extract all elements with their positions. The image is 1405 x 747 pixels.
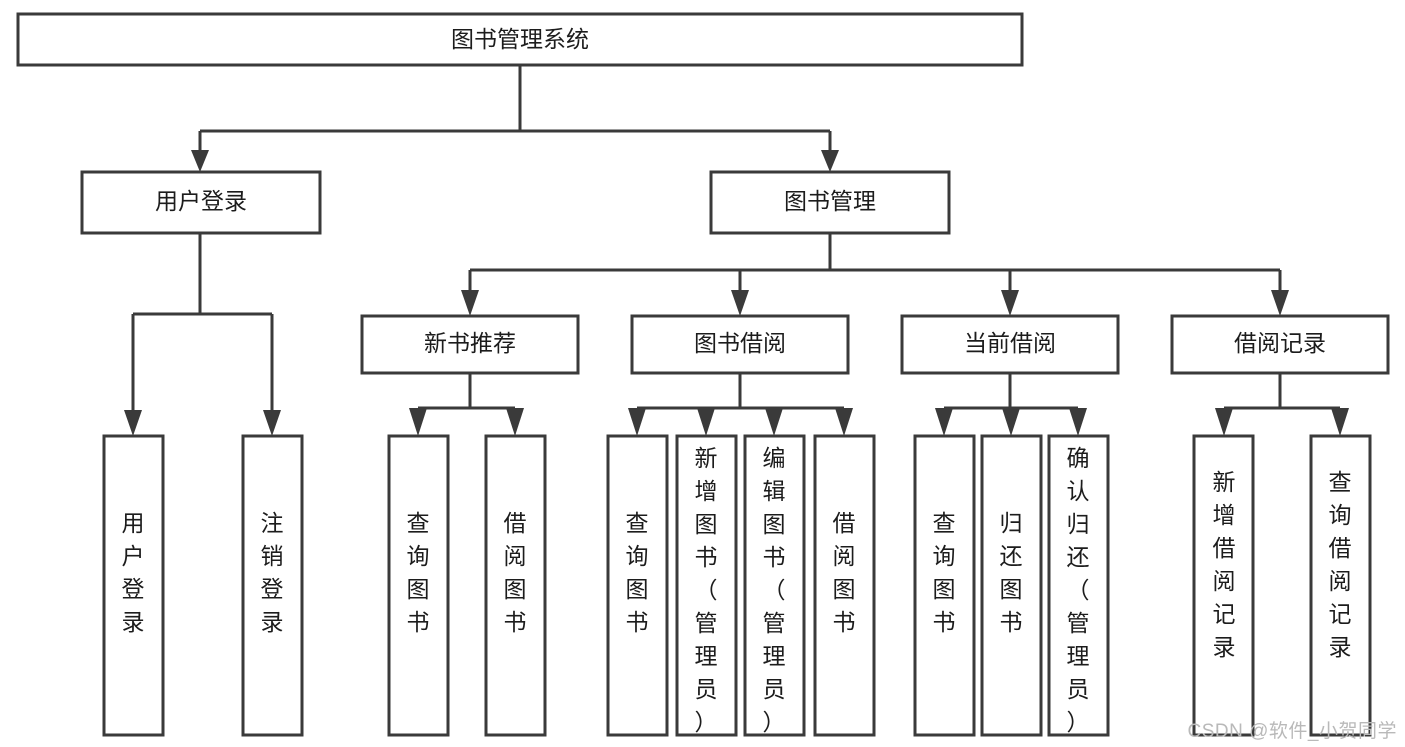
leaf-book-borrow-1-label: 查询图书 bbox=[626, 510, 649, 635]
leaf-current-borrow-3-box[interactable] bbox=[1047, 434, 1110, 737]
arrowhead-book-borrow-leaf4 bbox=[835, 408, 853, 436]
arrowhead-borrow-record bbox=[1271, 290, 1289, 316]
node-root-box[interactable] bbox=[16, 12, 1024, 67]
leaf-book-borrow-1[interactable]: 查询图书 bbox=[606, 434, 669, 737]
node-root-label: 图书管理系统 bbox=[451, 26, 589, 52]
node-current-borrow-label: 当前借阅 bbox=[964, 330, 1056, 356]
leaf-new-book-1[interactable]: 查询图书 bbox=[387, 434, 450, 737]
leaf-user-login-2-label: 注销登录 bbox=[261, 510, 284, 635]
leaf-borrow-record-1-label: 新增借阅记录 bbox=[1213, 469, 1236, 660]
leaf-user-login-1-box[interactable] bbox=[102, 434, 165, 737]
arrowhead-user-login bbox=[191, 150, 209, 172]
node-current-borrow-box[interactable] bbox=[900, 314, 1120, 375]
leaf-current-borrow-2-label: 归还图书 bbox=[1000, 510, 1023, 635]
leaf-user-login-1[interactable]: 用户登录 bbox=[102, 434, 165, 737]
leaf-book-borrow-4-box[interactable] bbox=[813, 434, 876, 737]
leaf-book-borrow-2[interactable]: 新增图书（管理员） bbox=[675, 434, 738, 737]
arrowhead-current-borrow-leaf3 bbox=[1069, 408, 1087, 436]
arrowhead-new-book-leaf2 bbox=[506, 408, 524, 436]
arrowhead-book-borrow-leaf1 bbox=[628, 408, 646, 436]
leaf-book-borrow-3-box[interactable] bbox=[743, 434, 806, 737]
arrowhead-book-borrow-leaf2 bbox=[697, 408, 715, 436]
leaf-book-borrow-4-label: 借阅图书 bbox=[833, 510, 856, 635]
leaf-borrow-record-1-box[interactable] bbox=[1192, 434, 1255, 737]
node-new-book-recommend[interactable]: 新书推荐 bbox=[360, 314, 580, 375]
leaf-borrow-record-1[interactable]: 新增借阅记录 bbox=[1192, 434, 1255, 737]
leaf-book-borrow-1-box[interactable] bbox=[606, 434, 669, 737]
node-current-borrow[interactable]: 当前借阅 bbox=[900, 314, 1120, 375]
node-book-borrow[interactable]: 图书借阅 bbox=[630, 314, 850, 375]
leaf-new-book-2-box[interactable] bbox=[484, 434, 547, 737]
connector-group bbox=[124, 65, 1349, 436]
arrowhead-book-borrow bbox=[731, 290, 749, 316]
leaf-user-login-1-label: 用户登录 bbox=[122, 510, 145, 635]
node-borrow-record-box[interactable] bbox=[1170, 314, 1390, 375]
leaf-new-book-1-label: 查询图书 bbox=[407, 510, 430, 635]
node-book-manage-label: 图书管理 bbox=[784, 188, 876, 214]
arrowhead-user-login-leaf2 bbox=[263, 410, 281, 436]
leaf-current-borrow-1-box[interactable] bbox=[913, 434, 976, 737]
node-borrow-record[interactable]: 借阅记录 bbox=[1170, 314, 1390, 375]
node-book-borrow-label: 图书借阅 bbox=[694, 330, 786, 356]
leaf-book-borrow-2-box[interactable] bbox=[675, 434, 738, 737]
arrowhead-borrow-record-leaf2 bbox=[1331, 408, 1349, 436]
node-new-book-recommend-box[interactable] bbox=[360, 314, 580, 375]
node-root[interactable]: 图书管理系统 bbox=[16, 12, 1024, 67]
node-book-manage-box[interactable] bbox=[709, 170, 951, 235]
leaf-current-borrow-1-label: 查询图书 bbox=[933, 510, 956, 635]
arrowhead-new-book bbox=[461, 290, 479, 316]
leaf-book-borrow-3[interactable]: 编辑图书（管理员） bbox=[743, 434, 806, 737]
leaf-current-borrow-2[interactable]: 归还图书 bbox=[980, 434, 1043, 737]
leaf-new-book-2-label: 借阅图书 bbox=[504, 510, 527, 635]
leaf-user-login-2[interactable]: 注销登录 bbox=[241, 434, 304, 737]
arrowhead-book-manage bbox=[821, 150, 839, 172]
node-user-login-label: 用户登录 bbox=[155, 188, 247, 214]
leaf-current-borrow-3-label: 确认归还（管理员） bbox=[1067, 445, 1090, 735]
node-book-manage[interactable]: 图书管理 bbox=[709, 170, 951, 235]
node-user-login[interactable]: 用户登录 bbox=[80, 170, 322, 235]
node-new-book-recommend-label: 新书推荐 bbox=[424, 330, 516, 356]
leaf-borrow-record-2-label: 查询借阅记录 bbox=[1329, 469, 1352, 660]
leaf-current-borrow-1[interactable]: 查询图书 bbox=[913, 434, 976, 737]
leaf-book-borrow-3-label: 编辑图书（管理员） bbox=[763, 445, 786, 735]
leaf-new-book-2[interactable]: 借阅图书 bbox=[484, 434, 547, 737]
arrowhead-new-book-leaf1 bbox=[409, 408, 427, 436]
arrowhead-user-login-leaf1 bbox=[124, 410, 142, 436]
leaf-borrow-record-2[interactable]: 查询借阅记录 bbox=[1309, 434, 1372, 737]
arrowhead-borrow-record-leaf1 bbox=[1215, 408, 1233, 436]
leaf-current-borrow-3[interactable]: 确认归还（管理员） bbox=[1047, 434, 1110, 737]
leaf-book-borrow-4[interactable]: 借阅图书 bbox=[813, 434, 876, 737]
leaf-user-login-2-box[interactable] bbox=[241, 434, 304, 737]
leaf-current-borrow-2-box[interactable] bbox=[980, 434, 1043, 737]
arrowhead-book-borrow-leaf3 bbox=[765, 408, 783, 436]
leaf-book-borrow-2-label: 新增图书（管理员） bbox=[695, 445, 718, 735]
arrowhead-current-borrow-leaf1 bbox=[935, 408, 953, 436]
node-borrow-record-label: 借阅记录 bbox=[1234, 330, 1326, 356]
arrowhead-current-borrow-leaf2 bbox=[1002, 408, 1020, 436]
leaf-borrow-record-2-box[interactable] bbox=[1309, 434, 1372, 737]
node-book-borrow-box[interactable] bbox=[630, 314, 850, 375]
leaf-new-book-1-box[interactable] bbox=[387, 434, 450, 737]
arrowhead-current-borrow bbox=[1001, 290, 1019, 316]
node-user-login-box[interactable] bbox=[80, 170, 322, 235]
